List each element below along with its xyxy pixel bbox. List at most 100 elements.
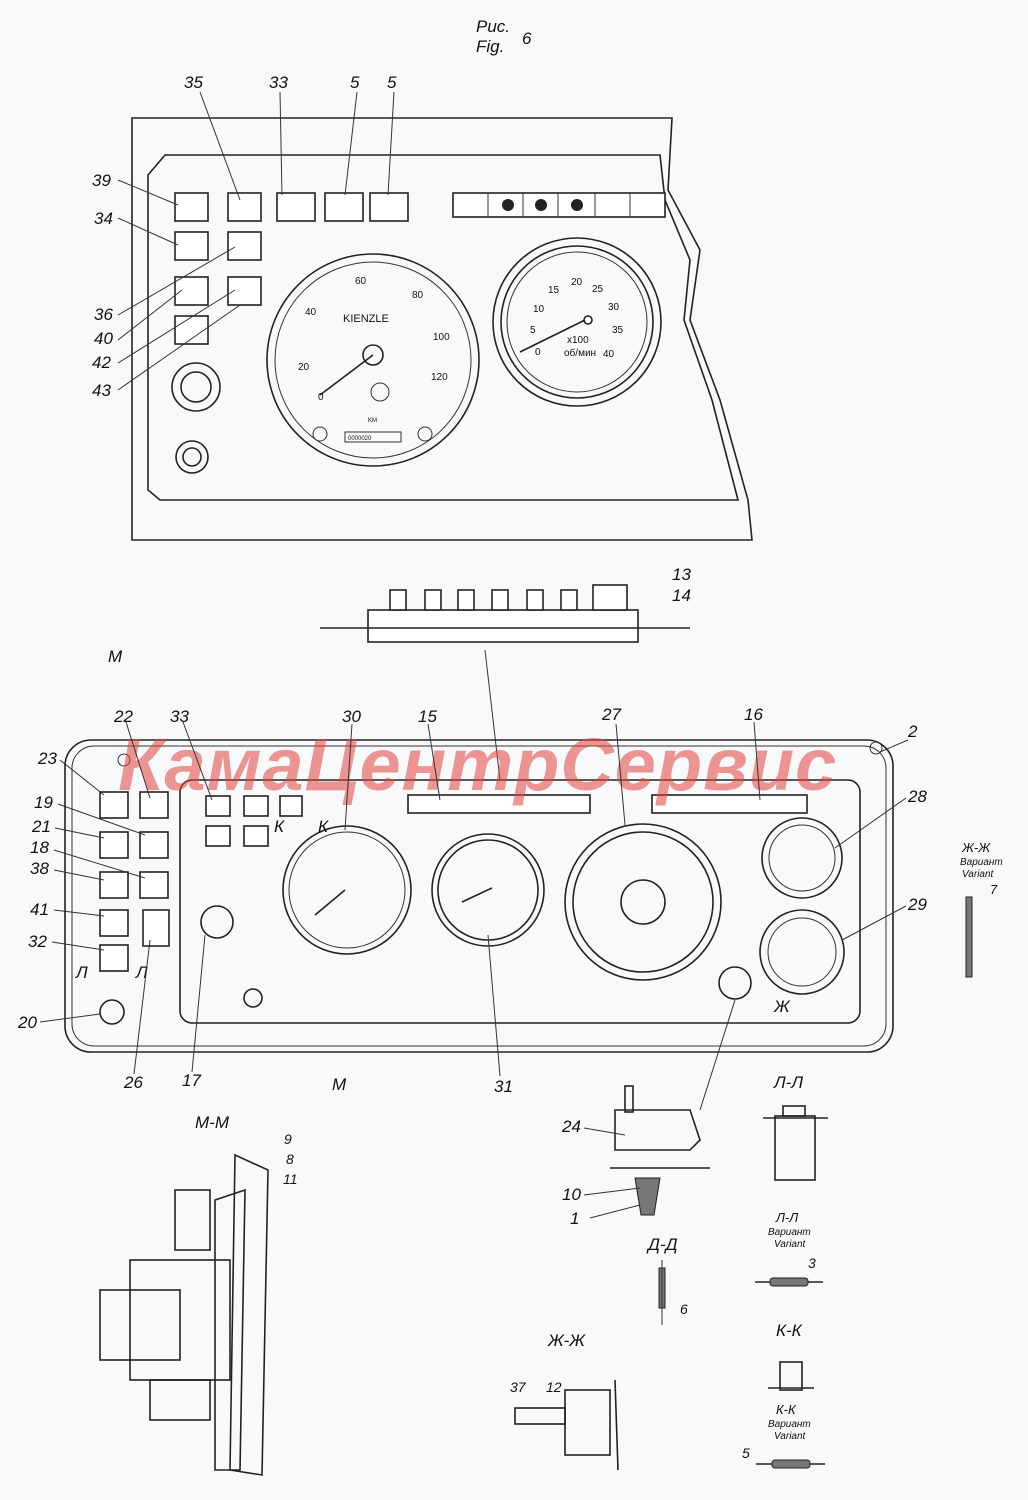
speedometer: KIENZLE 0 20 40 60 80 100 120 KM 0000020 <box>266 253 480 467</box>
tick: 5 <box>530 325 536 336</box>
section-zhzh: Ж-Ж 37 12 <box>510 1331 619 1471</box>
tick: 35 <box>612 325 624 336</box>
odometer-value: 0000020 <box>348 436 372 442</box>
speedometer-brand: KIENZLE <box>343 313 389 325</box>
callout: 17 <box>182 1071 201 1090</box>
callout: 36 <box>94 305 113 324</box>
watermark: КамаЦентрСервис <box>118 723 837 806</box>
callout: 35 <box>184 73 203 92</box>
callout: 43 <box>92 381 111 400</box>
callout: 21 <box>31 817 51 836</box>
callout: 2 <box>907 722 918 741</box>
callout: 42 <box>92 353 111 372</box>
section-mm: М-М 9 8 11 <box>99 1113 298 1476</box>
callout: 31 <box>494 1077 513 1096</box>
section-title: К-К <box>776 1321 803 1340</box>
section-title: Ж-Ж <box>547 1331 586 1350</box>
tick: 40 <box>305 307 317 318</box>
callout: 27 <box>601 705 621 724</box>
callout: 29 <box>907 895 927 914</box>
tick: 80 <box>412 290 424 301</box>
section-ll: Л-Л Л-Л Вариант Variant 3 <box>755 1073 828 1287</box>
section-title: М-М <box>195 1113 230 1132</box>
figure-number: 6 <box>522 29 532 48</box>
callout: 10 <box>562 1185 581 1204</box>
section-title: К-К <box>776 1402 797 1417</box>
callout: 19 <box>34 793 53 812</box>
callout: 7 <box>990 882 998 897</box>
variant-zh-detail: Ж-Ж Вариант Variant 7 <box>960 840 1003 978</box>
figure-title-en: Fig. <box>476 37 504 56</box>
callout: 41 <box>30 900 49 919</box>
warning-lamps-row <box>452 192 666 218</box>
callout: 23 <box>37 749 57 768</box>
callout: 5 <box>387 73 397 92</box>
callout: 11 <box>283 1171 298 1187</box>
variant-label-en: Variant <box>774 1239 807 1250</box>
lower-panel: КамаЦентрСервис М М К К Л Л Ж 22 33 30 1… <box>17 647 927 1111</box>
section-mark: Л <box>75 963 88 982</box>
tick: 30 <box>608 302 620 313</box>
tick: 10 <box>533 304 545 315</box>
tach-unit: об/мин <box>564 347 596 359</box>
top-section-view: 13 14 <box>320 565 691 781</box>
callout: 16 <box>744 705 763 724</box>
callout: 34 <box>94 209 113 228</box>
callout: 8 <box>286 1151 294 1167</box>
odometer-unit: KM <box>368 418 377 424</box>
section-mark: М <box>332 1075 347 1094</box>
callout: 22 <box>113 707 133 726</box>
tick: 100 <box>433 332 450 343</box>
callout: 40 <box>94 329 113 348</box>
tachometer: 0 5 10 15 20 25 30 35 40 x100 об/мин <box>492 237 662 407</box>
section-mark: Л <box>135 963 148 982</box>
tick: 40 <box>603 349 615 360</box>
callout: 3 <box>808 1255 816 1271</box>
section-mark: К <box>274 817 285 836</box>
section-title: Л-Л <box>773 1073 803 1092</box>
callout: 26 <box>123 1073 143 1092</box>
tick: 0 <box>535 347 541 358</box>
variant-label-en: Variant <box>962 869 995 880</box>
callout: 1 <box>570 1209 579 1228</box>
callout: 39 <box>92 171 111 190</box>
callout: 28 <box>907 787 927 806</box>
section-dd: Д-Д 6 <box>646 1235 688 1325</box>
callout: 12 <box>546 1379 562 1395</box>
tick: 120 <box>431 372 448 383</box>
section-title: Ж-Ж <box>961 840 991 855</box>
variant-label-ru: Вариант <box>768 1227 811 1238</box>
callout: 38 <box>30 859 49 878</box>
section-title: Д-Д <box>646 1235 678 1254</box>
section-mark: М <box>108 647 123 666</box>
tick: 20 <box>571 277 583 288</box>
variant-label-ru: Вариант <box>960 857 1003 868</box>
callout: 37 <box>510 1379 527 1395</box>
tach-multiplier: x100 <box>567 335 589 346</box>
figure-title-ru: Рис. <box>476 17 510 36</box>
callout: 5 <box>742 1445 750 1461</box>
callout: 32 <box>28 932 47 951</box>
section-title: Л-Л <box>775 1210 798 1225</box>
tick: 20 <box>298 362 310 373</box>
callout: 24 <box>561 1117 581 1136</box>
callout: 33 <box>170 707 189 726</box>
tick: 60 <box>355 276 367 287</box>
tick: 0 <box>318 392 324 403</box>
callout: 18 <box>30 838 49 857</box>
detail-24: 24 10 1 <box>561 1085 710 1228</box>
variant-label-ru: Вариант <box>768 1419 811 1430</box>
section-kk: К-К К-К Вариант Variant 5 <box>742 1321 825 1469</box>
section-mark: Ж <box>773 997 791 1016</box>
callout: 20 <box>17 1013 37 1032</box>
callout: 9 <box>284 1131 292 1147</box>
top-panel: KIENZLE 0 20 40 60 80 100 120 KM 0000020… <box>92 73 753 541</box>
variant-label-en: Variant <box>774 1431 807 1442</box>
callout: 30 <box>342 707 361 726</box>
tick: 25 <box>592 284 604 295</box>
callout: 33 <box>269 73 288 92</box>
callout: 13 <box>672 565 691 584</box>
tick: 15 <box>548 285 560 296</box>
callout: 6 <box>680 1301 688 1317</box>
